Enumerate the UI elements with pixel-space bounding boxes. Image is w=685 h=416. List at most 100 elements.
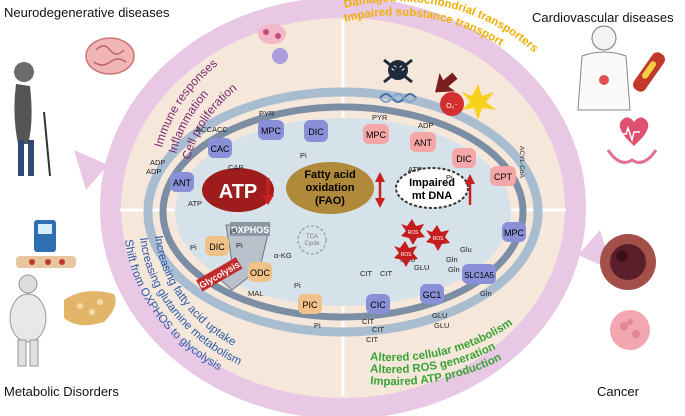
label-cardiovascular: Cardiovascular diseases: [532, 10, 674, 25]
heart-hands-icon: [606, 117, 658, 164]
fatty-liver-icon: [64, 291, 116, 326]
svg-text:MPC: MPC: [504, 228, 525, 238]
label-atp-right: ATP: [408, 165, 422, 174]
impaired-mtdna-line2: mt DNA: [412, 190, 452, 202]
label-mal: MAL: [248, 289, 263, 298]
label-gln-3: Gln: [480, 289, 492, 298]
label-glu-3: GLU: [432, 311, 447, 320]
tca-label-line1: TCA: [306, 234, 318, 240]
label-gln-2: Gln: [448, 265, 460, 274]
label-gln-1: Gln: [446, 255, 458, 264]
label-pyr-right: PYR: [372, 113, 388, 122]
label-pi-top: Pi: [300, 151, 307, 160]
label-pi-bottom-3: Pi: [236, 241, 243, 250]
elderly-person-icon: [14, 62, 51, 177]
label-acc-1: ACC: [196, 125, 212, 134]
label-adp-left-1: ADP: [150, 158, 165, 167]
svg-text:GC1: GC1: [423, 290, 442, 300]
blood-vessel-icon: [16, 256, 76, 268]
svg-text:CAC: CAC: [210, 144, 230, 154]
fao-label-line1: Fatty acid: [304, 169, 355, 181]
mtdna-up-head: [465, 174, 475, 184]
label-glu-2: GLU: [414, 263, 429, 272]
neuron-cell-icon: [258, 24, 288, 64]
svg-text:ROS: ROS: [433, 236, 445, 242]
transporter-odc: ODC: [248, 262, 272, 282]
dna-icon: [379, 93, 417, 103]
svg-text:MPC: MPC: [261, 126, 282, 136]
cancer-cell-icon: [610, 310, 650, 350]
svg-text:ANT: ANT: [173, 178, 192, 188]
transporter-dic-bottom: DIC: [205, 236, 229, 256]
label-cit-2: CIT: [380, 269, 393, 278]
label-metabolic-disorders: Metabolic Disorders: [4, 384, 119, 399]
transporter-dic-left: DIC: [304, 120, 328, 142]
transporter-pic: PIC: [298, 294, 322, 314]
transporter-mpc-right: MPC: [363, 124, 389, 144]
brain-icon: [85, 37, 135, 75]
transporter-dic-right: DIC: [452, 148, 476, 168]
svg-text:MPC: MPC: [366, 130, 387, 140]
fao-label-line2: oxidation: [306, 182, 355, 194]
damage-arrow-icon: [435, 72, 458, 93]
svg-text:SLC1A5: SLC1A5: [464, 271, 494, 280]
svg-text:CPT: CPT: [494, 172, 513, 182]
label-cit-4: CIT: [372, 325, 385, 334]
label-cancer: Cancer: [597, 384, 639, 399]
oxphos-label: OXPHOS: [231, 225, 270, 235]
ros-burst-3: ROS: [394, 241, 418, 267]
transporter-ant-left: ANT: [170, 172, 194, 192]
transporter-mpc-left: MPC: [258, 120, 284, 140]
atp-down-arrow-head: [262, 195, 274, 205]
cycle-ring: [100, 0, 586, 416]
svg-text:ROS: ROS: [408, 230, 420, 236]
inner-membrane: [159, 103, 527, 321]
label-pi-right: Pi: [446, 173, 453, 182]
fao-up-head: [375, 172, 385, 182]
label-pyr-left: PYR: [259, 109, 275, 118]
superoxide-icon: O₂⁻: [440, 92, 464, 116]
label-atp-left: ATP: [188, 199, 202, 208]
label-pi-bottom-1: Pi: [190, 243, 197, 252]
label-glu-3-small: Glu: [460, 245, 472, 254]
label-car: CAR: [228, 163, 244, 172]
fao-oval: [286, 162, 374, 214]
label-adp-right: ADP: [418, 121, 433, 130]
burst-star-icon: [462, 84, 496, 120]
skull-toxin-icon: [383, 58, 413, 84]
oxphos-box: [230, 222, 270, 236]
label-cit-5: CIT: [366, 335, 379, 344]
svg-text:CIC: CIC: [370, 300, 386, 310]
tca-cycle-circle: [297, 225, 327, 255]
glycolysis-box: [196, 257, 243, 292]
fao-label-line3: (FAO): [315, 195, 345, 207]
label-glu-4: GLU: [434, 321, 449, 330]
svg-text:PIC: PIC: [302, 300, 318, 310]
ros-burst-1: ROS: [401, 219, 425, 245]
outer-membrane: [143, 87, 543, 337]
transporter-mpc-lower-right: MPC: [502, 222, 526, 242]
svg-text:DIC: DIC: [308, 127, 324, 137]
transporter-cpt: CPT: [490, 166, 516, 186]
svg-text:ANT: ANT: [414, 138, 433, 148]
tca-label-line2: Cycle: [304, 241, 320, 247]
transporter-gc1: GC1: [420, 284, 444, 304]
transporter-slc1a5: SLC1A5: [462, 264, 496, 284]
atp-label: ATP: [219, 181, 258, 203]
impaired-mtdna-line1: Impaired: [409, 177, 455, 189]
transporter-cac: CAC: [208, 138, 232, 158]
label-pi-pic-bottom: Pi: [314, 321, 321, 330]
glucose-meter-icon: [34, 220, 56, 252]
label-akg: α-KG: [274, 251, 292, 260]
patient-chest-pain-icon: [577, 25, 631, 111]
svg-text:ODC: ODC: [250, 268, 271, 278]
label-pi-bottom-2: Pi: [230, 227, 237, 236]
svg-text:O₂⁻: O₂⁻: [446, 103, 458, 110]
ros-burst-2: ROS: [426, 225, 450, 251]
fao-down-head: [375, 198, 385, 208]
label-cit-3: CIT: [362, 317, 375, 326]
label-cit-1: CIT: [360, 269, 373, 278]
svg-text:DIC: DIC: [456, 154, 472, 164]
